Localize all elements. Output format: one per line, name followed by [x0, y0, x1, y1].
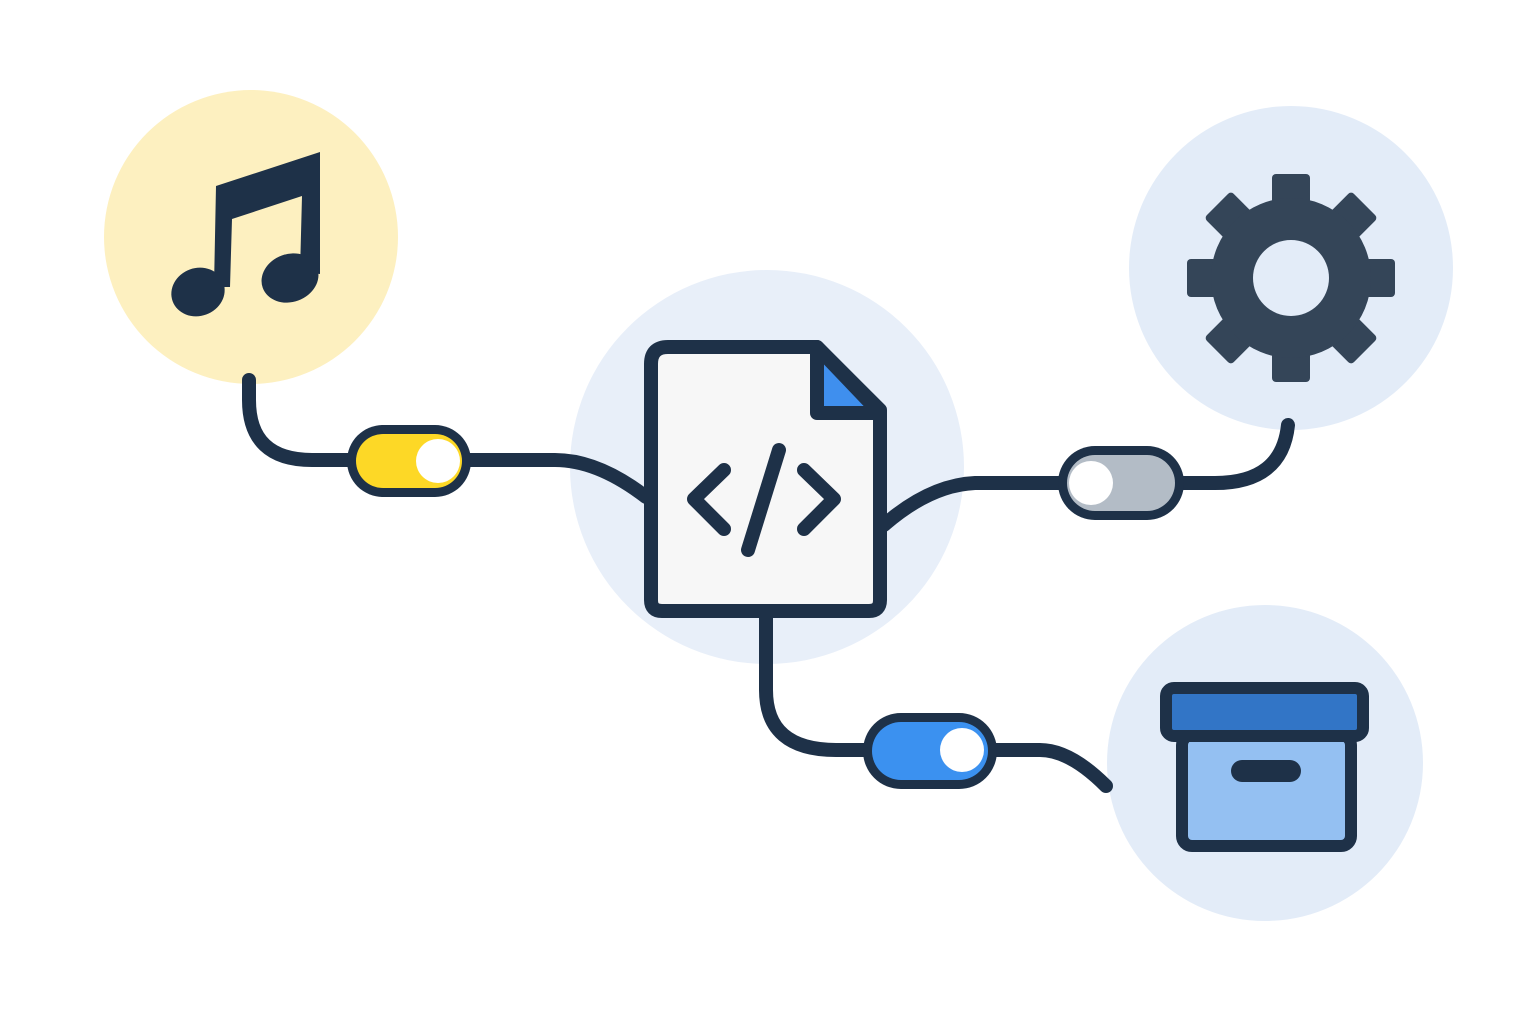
music-toggle-knob — [416, 439, 460, 483]
code-file-icon — [644, 340, 887, 618]
gear-icon — [1187, 174, 1395, 382]
music-toggle[interactable] — [347, 425, 471, 497]
archive-box-icon — [1160, 682, 1369, 852]
connector-hub-to-archive — [759, 611, 1113, 793]
connector-music-to-hub — [242, 373, 653, 504]
music-node-circle — [104, 90, 398, 384]
archive-toggle[interactable] — [863, 713, 997, 789]
connector-hub-to-settings — [877, 418, 1295, 532]
music-note-icon — [171, 152, 320, 317]
archive-toggle-knob — [940, 728, 984, 772]
settings-toggle[interactable] — [1058, 446, 1184, 520]
settings-toggle-knob — [1069, 461, 1113, 505]
